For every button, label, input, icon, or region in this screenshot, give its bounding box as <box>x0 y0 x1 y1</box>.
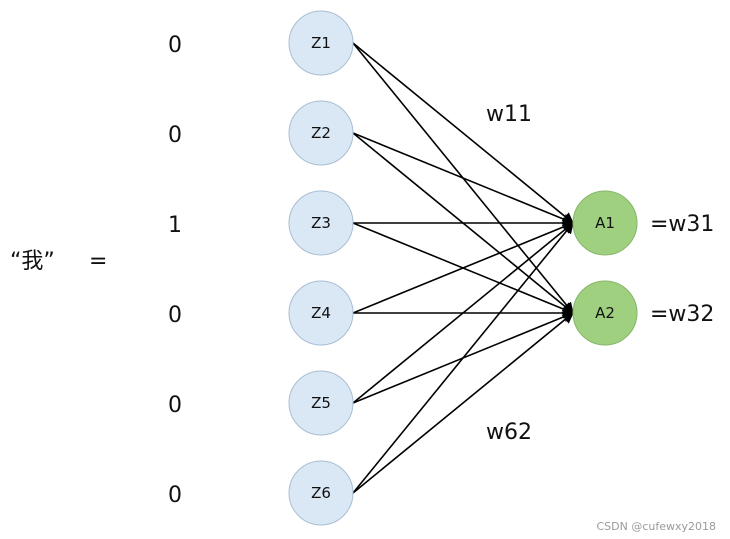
input-node: Z6 <box>288 460 354 526</box>
output-weight-label: =w31 <box>650 212 714 237</box>
connection-edges <box>352 42 575 494</box>
input-node-label: Z1 <box>311 34 331 52</box>
edge-z5-a1 <box>352 222 574 404</box>
input-node: Z3 <box>288 190 354 256</box>
edge-z6-a1 <box>352 222 574 494</box>
input-node-circle <box>288 280 354 346</box>
edge-label-top: w11 <box>486 102 532 127</box>
input-node-label: Z3 <box>311 214 331 232</box>
input-node: Z4 <box>288 280 354 346</box>
input-node-label: Z2 <box>311 124 331 142</box>
edge-label-bottom: w62 <box>486 420 532 445</box>
output-node-circle <box>572 190 638 256</box>
watermark: CSDN @cufewxy2018 <box>596 520 716 533</box>
vector-value: 0 <box>168 303 182 328</box>
input-node-circle <box>288 100 354 166</box>
input-node-label: Z4 <box>311 304 331 322</box>
input-node-circle <box>288 190 354 256</box>
vector-value: 0 <box>168 393 182 418</box>
output-layer: A1 A2 <box>572 190 638 346</box>
input-node-circle <box>288 370 354 436</box>
vector-value: 0 <box>168 123 182 148</box>
input-node: Z1 <box>288 10 354 76</box>
vector-value: 0 <box>168 33 182 58</box>
output-node: A1 <box>572 190 638 256</box>
output-node-circle <box>572 280 638 346</box>
input-vector: 0 0 1 0 0 0 <box>168 33 182 508</box>
vector-value: 1 <box>168 213 182 238</box>
input-node-label: Z5 <box>311 394 331 412</box>
edge-z4-a1 <box>352 221 575 314</box>
output-node-label: A1 <box>595 214 615 232</box>
equals-sign: = <box>89 249 107 274</box>
input-node-label: Z6 <box>311 484 331 502</box>
input-layer: Z1 Z2 Z3 Z4 Z5 Z6 <box>288 10 354 526</box>
input-node-circle <box>288 10 354 76</box>
edge-z2-a1 <box>352 132 575 225</box>
edge-z1-a1 <box>352 42 574 224</box>
output-node: A2 <box>572 280 638 346</box>
input-node: Z5 <box>288 370 354 436</box>
vector-value: 0 <box>168 483 182 508</box>
input-node-circle <box>288 460 354 526</box>
output-weight-label: =w32 <box>650 302 714 327</box>
input-node: Z2 <box>288 100 354 166</box>
output-node-label: A2 <box>595 304 615 322</box>
edge-z6-a2 <box>352 312 574 494</box>
word-label: “我” <box>10 249 55 274</box>
